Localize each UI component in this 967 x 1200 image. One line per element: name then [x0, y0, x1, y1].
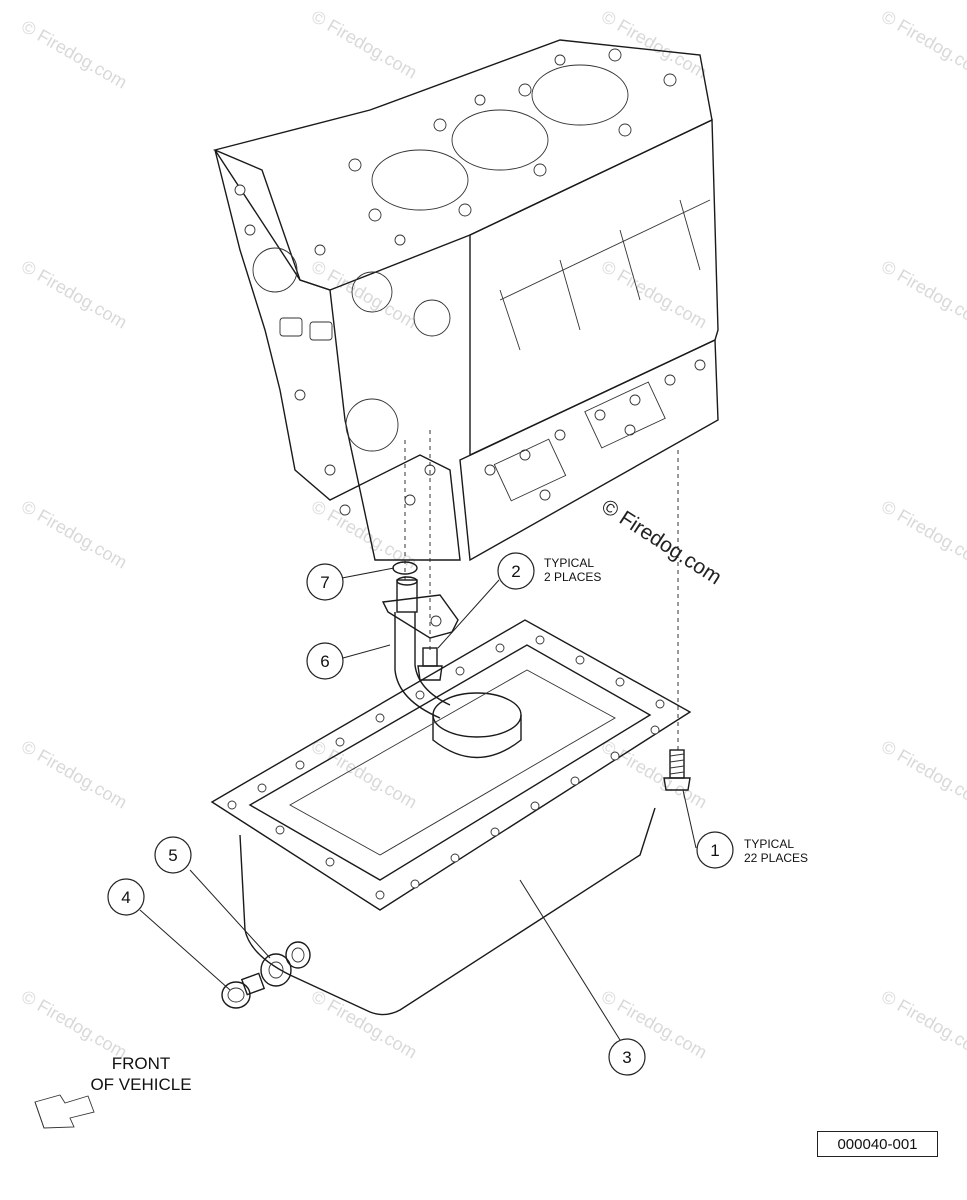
strainer-bolt: [417, 647, 443, 681]
front-face-bore: [413, 299, 451, 337]
oil-pickup-port: [345, 398, 399, 452]
watermark: © Firedog.com: [18, 256, 130, 332]
callout-number: 1: [710, 841, 719, 860]
flange-recess: [584, 381, 666, 449]
watermark: © Firedog.com: [598, 256, 710, 332]
callout-1: 1 TYPICAL 22 PLACES: [696, 831, 808, 869]
oil-pan-drain-boss: [285, 941, 311, 969]
oil-pan-opening: [289, 669, 616, 856]
watermark: © Firedog.com: [18, 16, 130, 92]
oil-pan-flange-holes: [227, 635, 665, 900]
watermark: © Firedog.com: [18, 986, 130, 1062]
watermark: © Firedog.com: [308, 256, 420, 332]
block-skirt-line: [499, 199, 711, 301]
leader-lines: [139, 567, 697, 1041]
engine-front-face: [214, 149, 461, 561]
front-direction-arrow-icon: [34, 1094, 95, 1129]
callout-number: 6: [320, 652, 329, 671]
engine-block: [212, 39, 719, 562]
flange-recess: [493, 438, 567, 502]
oil-strainer: [381, 576, 522, 759]
front-face-bore: [252, 247, 298, 293]
cylinder-bore: [371, 149, 469, 211]
leader-4: [139, 909, 231, 991]
front-label-line: FRONT: [112, 1054, 171, 1073]
watermark-prominent: © Firedog.com: [597, 495, 725, 589]
strainer-neck: [396, 579, 418, 613]
oil-pan-sump: [239, 807, 656, 1016]
oil-pan-flange-inner: [248, 644, 652, 881]
strainer-flange: [381, 594, 459, 639]
callout-2: 2 TYPICAL 2 PLACES: [497, 552, 601, 590]
callout-7: 7: [306, 563, 344, 601]
leader-3: [519, 879, 621, 1041]
drain-plug: [221, 972, 266, 1009]
front-face-holes: [234, 184, 436, 516]
figure-number: 000040-001: [817, 1131, 938, 1157]
drain-plug-head: [221, 981, 251, 1009]
drain-plug-gasket: [260, 953, 292, 987]
leader-7: [341, 567, 395, 579]
watermark: © Firedog.com: [308, 6, 420, 82]
watermark: © Firedog.com: [878, 986, 967, 1062]
watermark: © Firedog.com: [878, 736, 967, 812]
oil-pan: [210, 619, 692, 1016]
engine-side-face: [469, 118, 719, 457]
callout-3: 3: [608, 1038, 646, 1076]
watermark: © Firedog.com: [308, 736, 420, 812]
callout-number: 5: [168, 846, 177, 865]
strainer-screen: [432, 692, 522, 738]
callout-number: 7: [320, 573, 329, 592]
flange-holes: [484, 359, 706, 501]
watermark: © Firedog.com: [18, 736, 130, 812]
deck-holes: [348, 48, 677, 246]
watermark: © Firedog.com: [598, 736, 710, 812]
callout-4: 4: [107, 878, 145, 916]
watermark: © Firedog.com: [308, 986, 420, 1062]
leader-1: [682, 789, 697, 849]
cylinder-bore: [451, 109, 549, 171]
oil-pan-flange-outer: [210, 619, 692, 911]
callout-number: 3: [622, 1048, 631, 1067]
front-label-line: OF VEHICLE: [90, 1075, 191, 1094]
callout-note-line: 22 PLACES: [744, 851, 808, 865]
watermark: © Firedog.com: [878, 496, 967, 572]
engine-lower-flange: [459, 338, 719, 562]
strainer-tube: [394, 612, 441, 719]
callout-note-line: TYPICAL: [744, 837, 794, 851]
strainer-bolt-head: [417, 665, 443, 681]
callout-note-line: TYPICAL: [544, 556, 594, 570]
front-of-vehicle-label: FRONT OF VEHICLE: [34, 1054, 192, 1129]
drain-plug-thread: [240, 972, 266, 996]
leader-6: [342, 644, 391, 659]
callout-number: 4: [121, 888, 130, 907]
callout-5: 5: [154, 836, 192, 874]
strainer-bolt-shank: [422, 647, 438, 667]
watermark: © Firedog.com: [18, 496, 130, 572]
front-face-bore: [351, 271, 393, 313]
watermark: © Firedog.com: [878, 256, 967, 332]
leader-2: [437, 579, 500, 649]
watermark: © Firedog.com: [878, 6, 967, 82]
oil-pan-bolt-head: [663, 777, 691, 791]
leader-5: [189, 869, 271, 959]
strainer-tube: [414, 612, 451, 706]
front-face-port: [279, 317, 303, 337]
block-ribs: [499, 199, 701, 351]
callout-6: 6: [306, 642, 344, 680]
callout-note-line: 2 PLACES: [544, 570, 601, 584]
background-watermarks: © Firedog.com © Firedog.com © Firedog.co…: [18, 6, 967, 1062]
strainer-screen-body: [432, 715, 522, 759]
front-face-port: [309, 321, 333, 341]
watermark: © Firedog.com: [598, 6, 710, 82]
callout-number: 2: [511, 562, 520, 581]
cylinder-bore: [531, 64, 629, 126]
engine-head-deck: [212, 39, 713, 291]
oil-pan-bolt: [663, 749, 691, 791]
